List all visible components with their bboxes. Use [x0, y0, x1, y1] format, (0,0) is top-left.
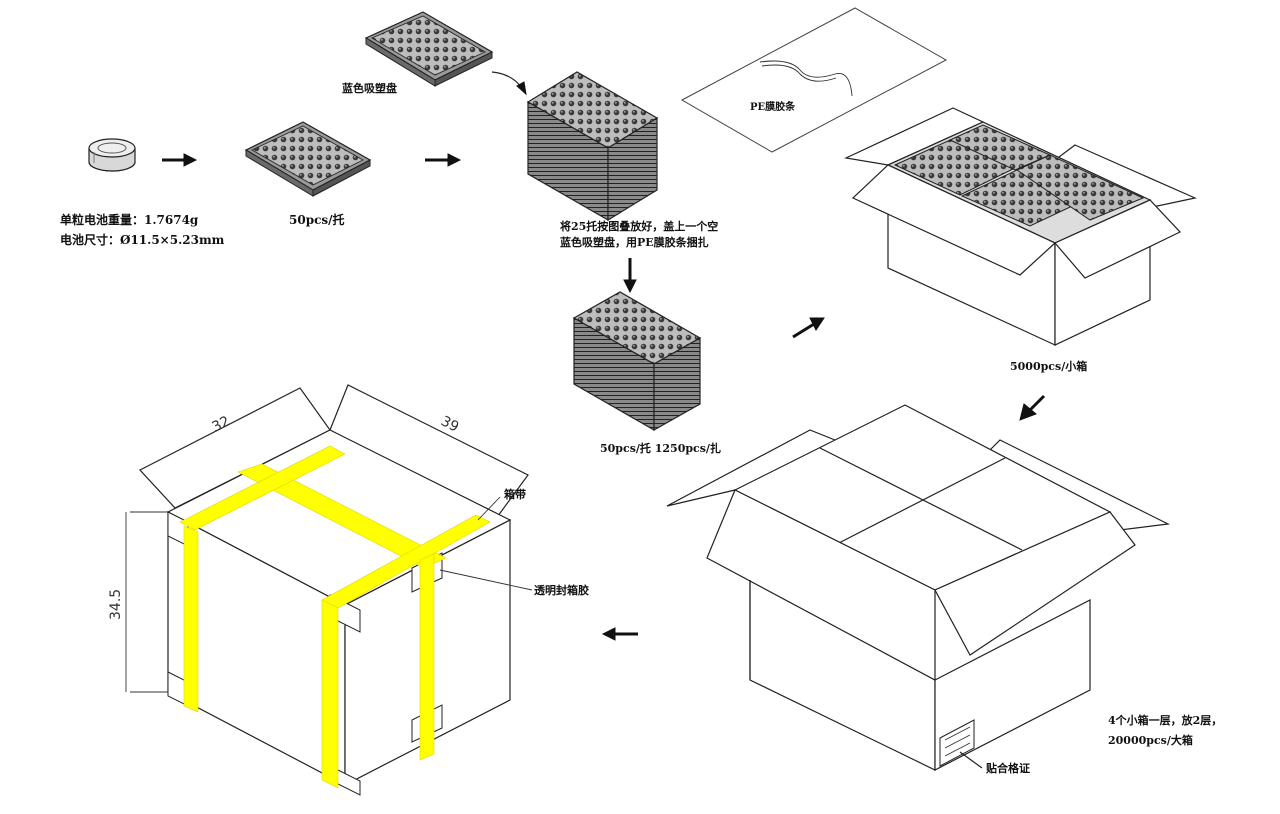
- pe-film-icon: [680, 7, 948, 153]
- stack-line1-text: 将25托按图叠放好，盖上一个空: [560, 219, 718, 233]
- strapped-box-icon: [125, 384, 533, 796]
- bundle-qty-text: 50pcs/托 1250pcs/扎: [600, 441, 721, 455]
- tray-qty-text: 50pcs/托: [289, 212, 345, 227]
- label-sticker-text: 贴合格证: [985, 761, 1030, 775]
- small-box-icon: [843, 107, 1197, 346]
- big-box-line2-text: 20000pcs/大箱: [1108, 733, 1193, 747]
- depth-dimension: 39: [438, 413, 461, 435]
- arrow-icon: [601, 627, 638, 641]
- cell-size-text: 电池尺寸：Ø11.5×5.23mm: [60, 232, 225, 247]
- height-dimension: 34.5: [108, 589, 124, 620]
- big-box-line1-text: 4个小箱一层，放2层，: [1108, 713, 1222, 727]
- seal-tape-text: 透明封箱胶: [534, 583, 589, 597]
- arrow-icon: [1019, 394, 1046, 421]
- arrow-icon: [162, 153, 198, 167]
- stack-line2-text: 蓝色吸塑盘，用PE膜胶条捆扎: [560, 235, 709, 249]
- blister-tray-icon: [244, 121, 372, 197]
- pe-film-text: PE膜胶条: [750, 100, 796, 113]
- arrow-icon: [425, 153, 462, 167]
- battery-cell-icon: [88, 138, 136, 172]
- tray-stack-icon: [526, 71, 659, 222]
- blue-tray-text: 蓝色吸塑盘: [342, 81, 397, 95]
- small-box-qty-text: 5000pcs/小箱: [1010, 359, 1087, 373]
- tray-stack-icon: [572, 291, 702, 432]
- blister-tray-icon: [364, 11, 494, 87]
- arrow-icon: [491, 71, 527, 96]
- width-dimension: 32: [210, 413, 233, 435]
- arrow-icon: [623, 258, 637, 294]
- large-box-icon: [666, 404, 1171, 771]
- cell-weight-text: 单粒电池重量：1.7674g: [60, 212, 199, 227]
- arrow-icon: [792, 317, 825, 339]
- strap-text: 箱带: [504, 487, 526, 501]
